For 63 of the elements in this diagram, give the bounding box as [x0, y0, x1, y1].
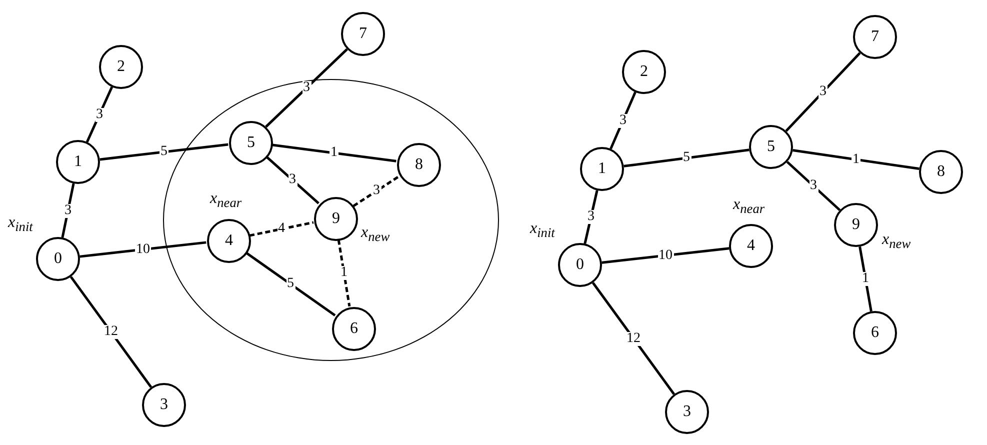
- edge-line: [786, 160, 841, 212]
- node-circle: 1: [56, 140, 100, 184]
- node-annotation: x$_{near}$: [733, 196, 765, 218]
- edge-label: 3: [586, 210, 596, 224]
- dashed-edge: [249, 221, 314, 237]
- node-circle: 0: [36, 237, 80, 281]
- node-circle: 5: [229, 121, 273, 165]
- node-circle: 2: [622, 50, 666, 94]
- node-circle: 8: [919, 150, 963, 194]
- edge-label: 3: [288, 173, 297, 187]
- edge-label: 3: [64, 204, 72, 218]
- edge-label: 3: [618, 114, 628, 128]
- node-circle: 0: [558, 243, 602, 287]
- edge-label: 10: [135, 242, 151, 256]
- node-circle: 7: [853, 15, 897, 59]
- edge-line: [266, 156, 320, 204]
- edge-line: [61, 183, 75, 238]
- node-circle: 2: [99, 45, 143, 89]
- edge-label: 1: [340, 266, 348, 280]
- edge-line: [86, 86, 114, 142]
- node-circle: 8: [397, 143, 441, 187]
- node-circle: 4: [207, 219, 251, 263]
- node-circle: 3: [142, 383, 186, 427]
- node-annotation: x$_{init}$: [530, 220, 555, 242]
- node-circle: 6: [853, 311, 897, 355]
- node-annotation: x$_{new}$: [361, 224, 390, 246]
- edge-label: 10: [658, 248, 674, 262]
- edge-label: 1: [861, 272, 870, 286]
- edge-line: [592, 282, 676, 395]
- edge-line: [792, 148, 920, 170]
- dashed-edge: [337, 240, 351, 306]
- node-annotation: x$_{new}$: [882, 231, 911, 252]
- node-circle: 7: [341, 12, 385, 56]
- edge-line: [610, 92, 636, 150]
- node-circle: 1: [580, 147, 624, 191]
- node-circle: 9: [834, 203, 878, 247]
- node-circle: 6: [332, 307, 376, 351]
- edge-line: [70, 276, 152, 388]
- edge-line: [858, 246, 872, 312]
- node-circle: 9: [314, 197, 358, 241]
- edge-label: 3: [95, 108, 104, 122]
- node-circle: 3: [665, 390, 709, 434]
- edge-line: [785, 52, 861, 132]
- edge-line: [100, 143, 228, 161]
- neighborhood-ellipse: [163, 79, 499, 361]
- node-annotation: x$_{init}$: [8, 214, 33, 236]
- edge-line: [624, 148, 750, 168]
- edge-line: [584, 190, 598, 244]
- node-circle: 4: [729, 224, 773, 268]
- edge-label: 3: [809, 179, 818, 193]
- dashed-edge: [352, 174, 400, 208]
- edge-label: 3: [302, 81, 311, 95]
- edge-label: 12: [103, 325, 119, 339]
- node-circle: 5: [749, 125, 793, 169]
- edge-line: [602, 247, 730, 264]
- edge-line: [245, 252, 336, 316]
- edge-label: 5: [286, 277, 295, 291]
- edge-line: [265, 48, 348, 128]
- edge-line: [272, 144, 396, 162]
- edge-label: 12: [626, 332, 642, 346]
- node-annotation: x$_{near}$: [210, 190, 242, 212]
- edge-line: [80, 241, 206, 258]
- edge-label: 3: [818, 85, 828, 99]
